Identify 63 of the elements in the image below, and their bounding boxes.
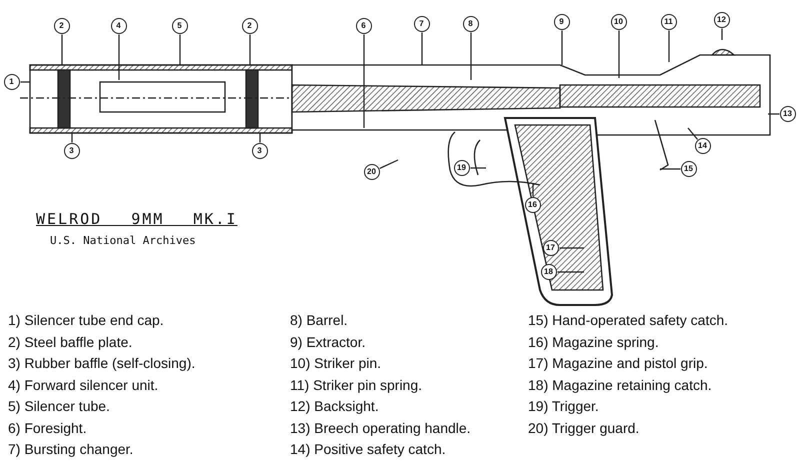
leader-line [618, 30, 620, 78]
callout-number: 3 [252, 142, 268, 158]
parts-list-entry: 20) Trigger guard. [528, 420, 640, 436]
parts-list-entry: 12) Backsight. [290, 398, 379, 414]
leader-line [470, 32, 472, 80]
parts-list-entry: 5) Silencer tube. [8, 398, 110, 414]
source-note: U.S. National Archives [50, 234, 196, 247]
parts-list-entry: 16) Magazine spring. [528, 334, 659, 350]
callout-number: 10 [610, 14, 626, 30]
leader-line [118, 34, 120, 80]
parts-list-entry: 7) Bursting changer. [8, 441, 134, 457]
callout-number: 8 [462, 16, 478, 32]
callout-number: 6 [356, 18, 372, 34]
leader-line [532, 184, 534, 196]
parts-list-entry: 11) Striker pin spring. [290, 376, 422, 392]
parts-list-entry: 3) Rubber baffle (self-closing). [8, 355, 196, 371]
leader-line [660, 168, 680, 170]
parts-list-entry: 14) Positive safety catch. [290, 441, 446, 457]
diagram-title: WELROD 9MM MK.I [36, 210, 238, 228]
callout-number: 14 [694, 138, 710, 154]
leader-line [561, 30, 563, 65]
leader-line [259, 133, 261, 142]
leader-line [668, 30, 670, 62]
callout-number: 9 [554, 14, 570, 30]
leader-line [560, 247, 584, 249]
parts-list-entry: 1) Silencer tube end cap. [8, 312, 164, 328]
parts-list-entry: 15) Hand-operated safety catch. [528, 312, 728, 328]
parts-list-entry: 13) Breech operating handle. [290, 420, 471, 436]
leader-line [363, 34, 365, 128]
callout-number: 15 [680, 160, 696, 176]
leader-line [179, 34, 181, 65]
callout-number: 2 [242, 18, 258, 34]
leader-line [20, 81, 30, 83]
parts-list-entry: 2) Steel baffle plate. [8, 334, 132, 350]
callout-number: 13 [780, 106, 796, 122]
callout-number: 3 [64, 142, 80, 158]
callout-number: 20 [364, 164, 380, 180]
leader-line [721, 28, 723, 40]
parts-list-entry: 10) Striker pin. [290, 355, 382, 371]
parts-list-entry: 17) Magazine and pistol grip. [528, 355, 708, 371]
callout-number: 12 [714, 12, 730, 28]
leader-line [470, 167, 486, 169]
parts-list-entry: 18) Magazine retaining catch. [528, 376, 712, 392]
leader-line [768, 113, 780, 115]
callout-number: 11 [660, 14, 676, 30]
parts-list-entry: 9) Extractor. [290, 334, 366, 350]
parts-list-entry: 4) Forward silencer unit. [8, 376, 158, 392]
leader-line [71, 133, 73, 142]
callout-number: 4 [110, 18, 126, 34]
leader-line [249, 34, 251, 65]
leader-line [379, 159, 398, 169]
leader-line [421, 32, 423, 65]
parts-list-entry: 8) Barrel. [290, 312, 348, 328]
callout-number: 5 [172, 18, 188, 34]
callout-number: 2 [54, 18, 70, 34]
leader-line [688, 128, 698, 140]
parts-list-entry: 19) Trigger. [528, 398, 599, 414]
callout-number: 7 [414, 16, 430, 32]
parts-list-entry: 6) Foresight. [8, 420, 87, 436]
leader-line [61, 34, 63, 65]
callout-number: 19 [454, 160, 470, 176]
leader-line [558, 271, 584, 273]
callout-number: 1 [4, 74, 20, 90]
